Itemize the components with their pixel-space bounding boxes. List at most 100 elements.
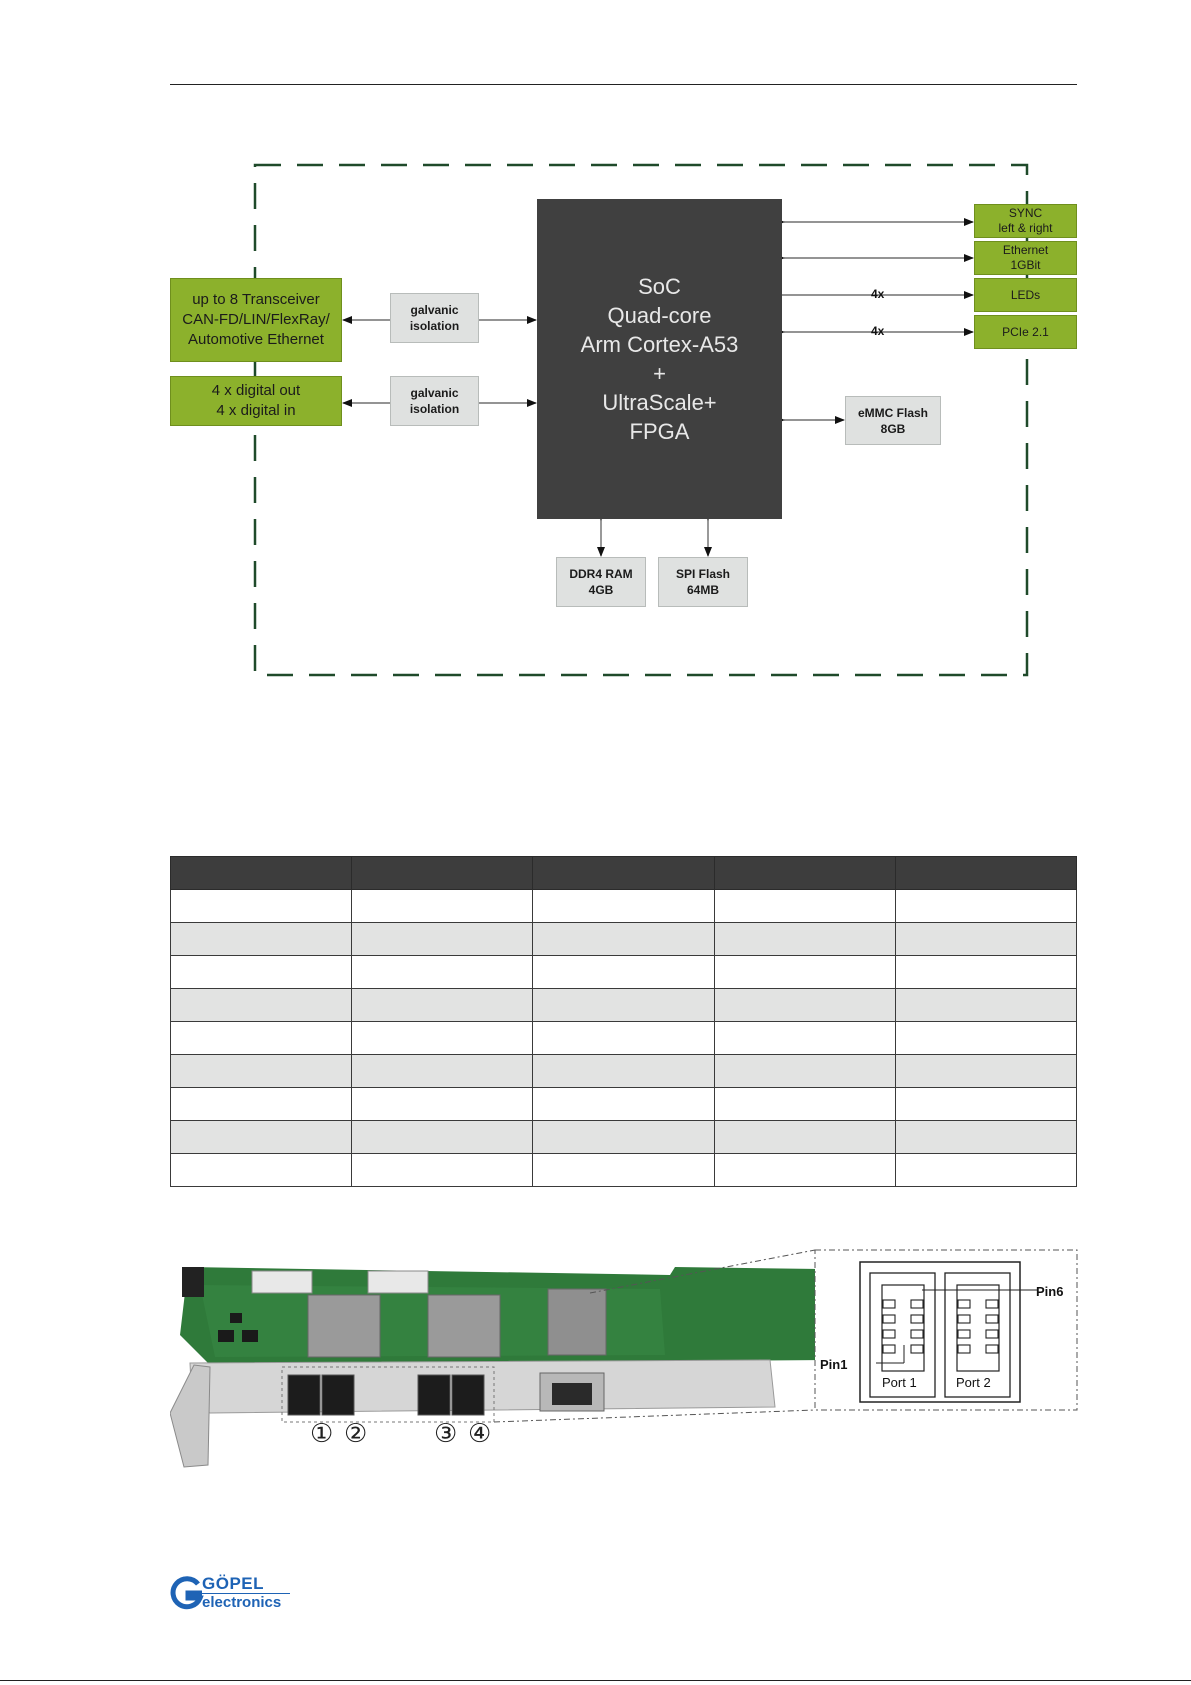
soc-line: Arm Cortex-A53 xyxy=(580,332,739,357)
table-row xyxy=(169,1153,1078,1187)
table-cell xyxy=(532,1153,715,1187)
board-photo xyxy=(170,1249,1078,1468)
galvanic-isolation-2: galvanic isolation xyxy=(390,376,479,426)
specification-table xyxy=(169,856,1078,1187)
table-cell xyxy=(894,1054,1078,1088)
table-header-cell xyxy=(169,856,353,890)
table-cell xyxy=(894,889,1078,923)
table-cell xyxy=(713,1120,896,1154)
leds-block: LEDs xyxy=(974,278,1077,312)
transceiver-line: Automotive Ethernet xyxy=(188,331,324,348)
magnetics-module xyxy=(427,1294,501,1358)
port2-label: Port 2 xyxy=(956,1375,991,1390)
sync-block: SYNC left & right xyxy=(974,204,1077,238)
pcie-count-label: 4x xyxy=(871,324,885,338)
callout-line xyxy=(589,1249,816,1294)
table-cell xyxy=(713,1087,896,1121)
pin6-label: Pin6 xyxy=(1036,1284,1064,1299)
table-cell xyxy=(351,1153,534,1187)
table-cell xyxy=(894,988,1078,1022)
rj45-magnetics xyxy=(547,1288,607,1356)
port-number-label: ② xyxy=(344,1418,368,1448)
ethernet-block: Ethernet 1GBit xyxy=(974,241,1077,275)
table-cell xyxy=(351,1087,534,1121)
dip-switch xyxy=(182,1267,204,1297)
soc-line: + xyxy=(653,361,666,386)
table-cell xyxy=(894,1087,1078,1121)
sync-line: left & right xyxy=(998,221,1053,235)
transceiver-block: up to 8 Transceiver CAN-FD/LIN/FlexRay/ … xyxy=(170,278,342,362)
pcie-label: PCIe 2.1 xyxy=(1002,325,1049,339)
isolation-line: galvanic xyxy=(410,303,459,317)
table-row xyxy=(169,955,1078,989)
transceiver-line: up to 8 Transceiver xyxy=(192,291,320,308)
emmc-line: eMMC Flash xyxy=(857,405,928,420)
header-rule xyxy=(170,84,1077,85)
footer-rule xyxy=(0,1680,1191,1681)
sync-line: SYNC xyxy=(1008,206,1043,220)
pin-header xyxy=(367,1270,429,1294)
table-cell xyxy=(169,988,353,1022)
port-4 xyxy=(451,1374,485,1416)
logo-brand-top: GÖPEL xyxy=(202,1574,265,1593)
table-header-cell xyxy=(894,856,1078,890)
table-cell xyxy=(532,1054,715,1088)
spi-line: SPI Flash xyxy=(675,567,731,581)
port-number-label: ④ xyxy=(468,1418,492,1448)
table-header-cell xyxy=(713,856,896,890)
port-number-label: ① xyxy=(310,1418,334,1448)
connector-outline xyxy=(859,1261,1021,1403)
port-1 xyxy=(287,1374,321,1416)
magnetics-module xyxy=(307,1294,381,1358)
logo-g-icon xyxy=(170,1576,204,1610)
table-cell xyxy=(894,1153,1078,1187)
digital-line: 4 x digital out xyxy=(211,382,301,399)
pin-header xyxy=(251,1270,313,1294)
table-cell xyxy=(713,922,896,956)
table-cell xyxy=(351,1054,534,1088)
table-row xyxy=(169,988,1078,1022)
isolation-line: galvanic xyxy=(410,386,459,400)
table-row xyxy=(169,1120,1078,1154)
table-cell xyxy=(713,1054,896,1088)
table-cell xyxy=(532,988,715,1022)
table-cell xyxy=(351,1120,534,1154)
port-number-label: ③ xyxy=(434,1418,458,1448)
table-cell xyxy=(169,889,353,923)
digital-io-block: 4 x digital out 4 x digital in xyxy=(170,376,342,426)
table-cell xyxy=(894,955,1078,989)
table-cell xyxy=(713,1021,896,1055)
digital-line: 4 x digital in xyxy=(216,402,296,419)
table-cell xyxy=(169,1153,353,1187)
gopel-logo: GÖPEL electronics xyxy=(170,1573,290,1613)
table-cell xyxy=(351,889,534,923)
table-cell xyxy=(532,1087,715,1121)
diagram-lines xyxy=(253,163,1029,677)
table-cell xyxy=(169,1021,353,1055)
table-cell xyxy=(351,988,534,1022)
table-header-row xyxy=(169,856,1078,890)
pin1-label: Pin1 xyxy=(820,1357,848,1372)
table-cell xyxy=(169,1087,353,1121)
table-cell xyxy=(351,955,534,989)
port-1-outline xyxy=(869,1272,936,1398)
table-cell xyxy=(894,1120,1078,1154)
table-cell xyxy=(713,889,896,923)
table-cell xyxy=(894,922,1078,956)
port-3 xyxy=(417,1374,451,1416)
port-2 xyxy=(321,1374,355,1416)
table-row xyxy=(169,1054,1078,1088)
spi-line: 64MB xyxy=(686,583,719,597)
table-row xyxy=(169,1087,1078,1121)
isolation-line: isolation xyxy=(409,402,460,416)
port1-label: Port 1 xyxy=(882,1375,917,1390)
connector-detail-frame xyxy=(814,1249,1078,1411)
soc-line: Quad-core xyxy=(607,303,712,328)
table-cell xyxy=(894,1021,1078,1055)
leds-count-label: 4x xyxy=(871,287,885,301)
table-cell xyxy=(532,922,715,956)
leds-label: LEDs xyxy=(1010,288,1041,302)
table-cell xyxy=(169,1120,353,1154)
galvanic-isolation-1: galvanic isolation xyxy=(390,293,479,343)
emmc-flash-block: eMMC Flash 8GB xyxy=(845,396,941,445)
